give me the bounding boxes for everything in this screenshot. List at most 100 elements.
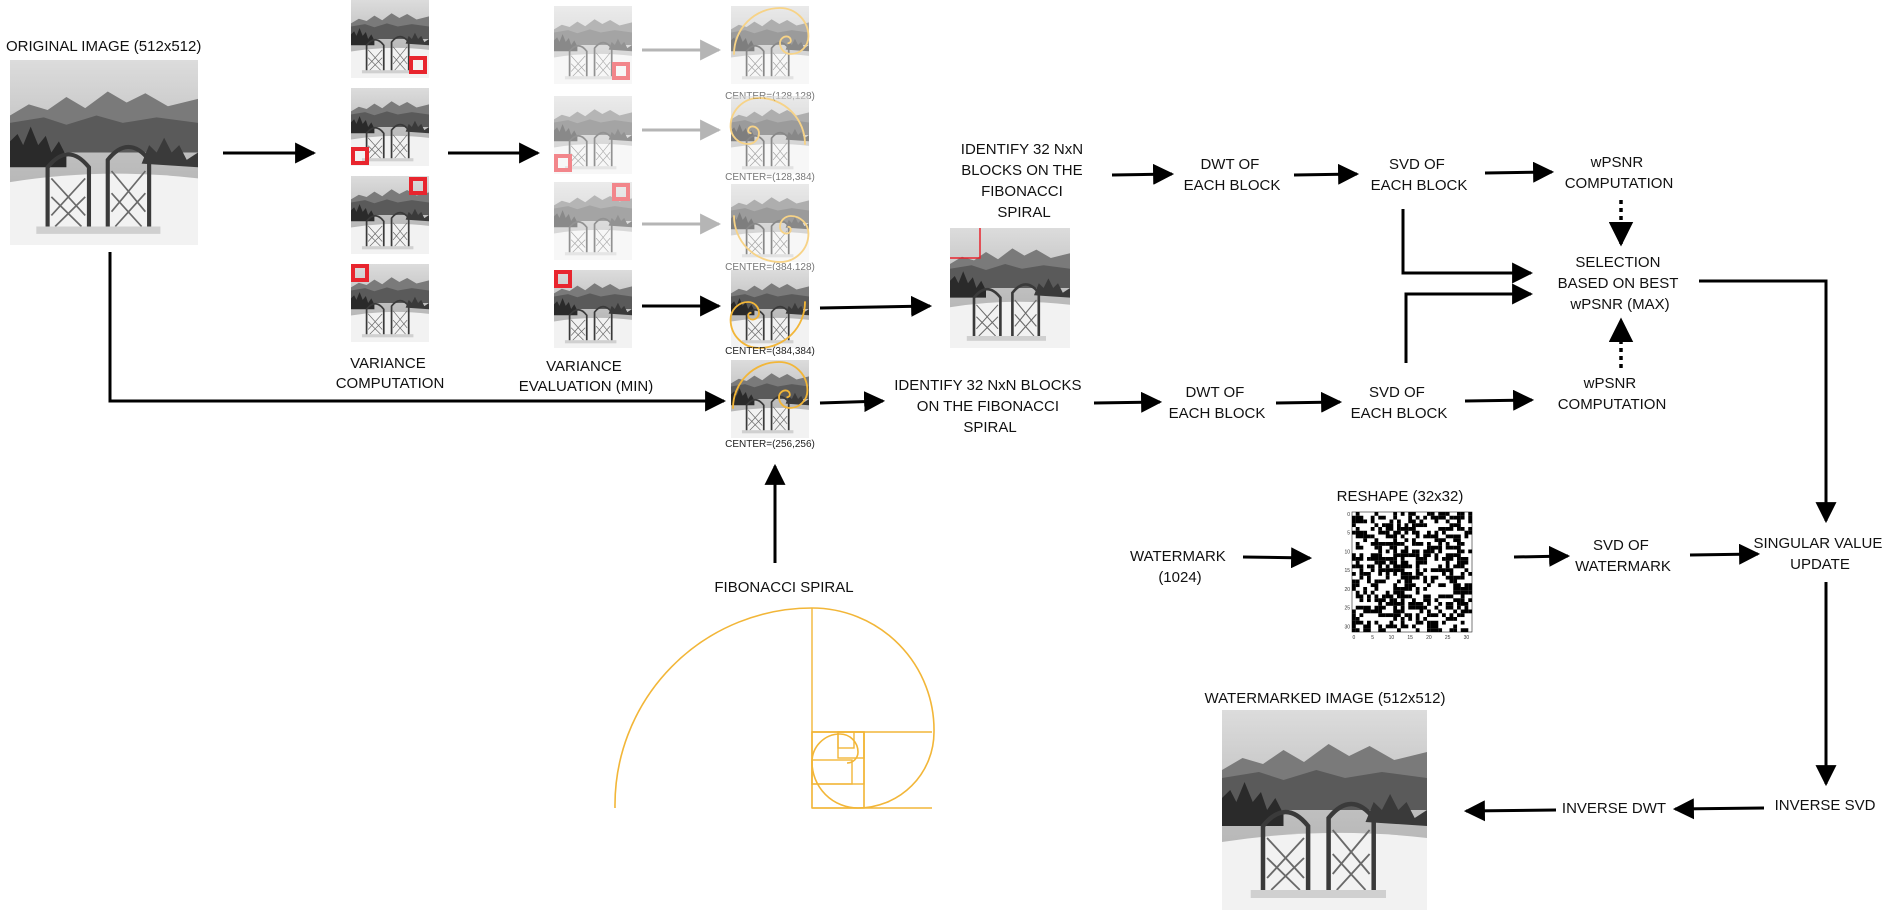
matrix-cell — [1464, 560, 1469, 565]
arrow-svd-to-update — [1689, 543, 1761, 565]
matrix-cell — [1385, 534, 1390, 539]
matrix-cell — [1415, 572, 1420, 576]
variance-thumb-3 — [350, 175, 430, 255]
matrix-cell — [1374, 587, 1379, 591]
matrix-cell — [1419, 557, 1424, 561]
matrix-cell — [1385, 572, 1390, 576]
matrix-cell — [1370, 568, 1375, 573]
matrix-cell — [1397, 527, 1401, 531]
matrix-cell — [1434, 557, 1439, 561]
matrix-cell — [1415, 575, 1420, 580]
matrix-cell — [1352, 617, 1356, 621]
matrix-cell — [1434, 624, 1439, 629]
matrix-cell — [1449, 594, 1454, 599]
matrix-cell — [1352, 519, 1356, 524]
matrix-cell — [1352, 583, 1356, 588]
y-tick-label: 10 — [1344, 549, 1350, 555]
block-highlight — [409, 177, 427, 195]
matrix-cell — [1400, 553, 1405, 558]
matrix-cell — [1412, 553, 1416, 558]
matrix-cell — [1430, 568, 1435, 573]
matrix-cell — [1430, 579, 1435, 584]
x-tick-label: 25 — [1445, 635, 1451, 641]
matrix-cell — [1393, 549, 1398, 554]
matrix-cell — [1367, 594, 1371, 599]
matrix-cell — [1460, 598, 1465, 603]
matrix-cell — [1363, 605, 1368, 610]
matrix-cell — [1404, 613, 1409, 618]
matrix-cell — [1352, 579, 1356, 584]
matrix-cell — [1468, 572, 1473, 576]
matrix-cell — [1412, 549, 1416, 554]
matrix-cell — [1385, 624, 1390, 629]
matrix-cell — [1427, 613, 1431, 618]
center-thumb-4 — [731, 269, 809, 348]
matrix-cell — [1382, 557, 1386, 561]
matrix-cell — [1400, 557, 1405, 561]
matrix-cell — [1389, 613, 1394, 618]
matrix-cell — [1457, 602, 1461, 606]
matrix-cell — [1415, 530, 1420, 535]
matrix-cell — [1367, 557, 1371, 561]
matrix-cell — [1367, 624, 1371, 629]
matrix-cell — [1415, 587, 1420, 591]
matrix-cell — [1352, 620, 1356, 625]
arrow-original-to-center — [108, 252, 727, 412]
matrix-cell — [1400, 542, 1405, 546]
matrix-cell — [1453, 624, 1458, 629]
matrix-cell — [1397, 579, 1401, 584]
matrix-cell — [1434, 553, 1439, 558]
matrix-cell — [1457, 613, 1461, 618]
matrix-cell — [1355, 583, 1360, 588]
matrix-cell — [1438, 545, 1443, 550]
matrix-cell — [1370, 515, 1375, 520]
matrix-cell — [1393, 598, 1398, 603]
matrix-cell — [1367, 620, 1371, 625]
matrix-cell — [1363, 624, 1368, 629]
matrix-cell — [1415, 542, 1420, 546]
evaluation-thumb-2 — [553, 95, 633, 175]
faded-arrows — [642, 39, 722, 235]
matrix-cell — [1352, 572, 1356, 576]
matrix-cell — [1359, 534, 1364, 539]
matrix-cell — [1378, 527, 1383, 531]
matrix-cell — [1430, 613, 1435, 618]
matrix-cell — [1363, 587, 1368, 591]
matrix-cell — [1397, 553, 1401, 558]
matrix-cell — [1460, 515, 1465, 520]
arrow-to-dwt-top — [1111, 163, 1175, 185]
arrow-to-wpsnr-top — [1484, 161, 1555, 183]
matrix-cell — [1460, 609, 1465, 614]
matrix-cell — [1457, 598, 1461, 603]
matrix-cell — [1434, 575, 1439, 580]
matrix-cell — [1419, 602, 1424, 606]
matrix-cell — [1382, 628, 1386, 633]
matrix-cell — [1449, 572, 1454, 576]
matrix-cell — [1382, 598, 1386, 603]
matrix-cell — [1382, 530, 1386, 535]
matrix-cell — [1430, 534, 1435, 539]
matrix-cell — [1412, 530, 1416, 535]
matrix-cell — [1393, 542, 1398, 546]
matrix-cell — [1412, 519, 1416, 524]
center-thumb-5 — [731, 360, 809, 439]
matrix-cell — [1378, 515, 1383, 520]
matrix-cell — [1415, 568, 1420, 573]
matrix-cell — [1393, 568, 1398, 573]
matrix-cell — [1415, 523, 1420, 528]
matrix-cell — [1400, 617, 1405, 621]
matrix-cell — [1393, 590, 1398, 595]
matrix-cell — [1378, 564, 1383, 569]
center-thumb-2 — [731, 96, 809, 175]
matrix-cell — [1464, 609, 1469, 614]
matrix-cell — [1385, 549, 1390, 554]
matrix-cell — [1438, 564, 1443, 569]
matrix-cell — [1419, 620, 1424, 625]
variance-computation-label: VARIANCE COMPUTATION — [336, 355, 445, 392]
matrix-cell — [1393, 572, 1398, 576]
matrix-cell — [1460, 590, 1465, 595]
matrix-cell — [1389, 594, 1394, 599]
matrix-cell — [1393, 512, 1398, 516]
